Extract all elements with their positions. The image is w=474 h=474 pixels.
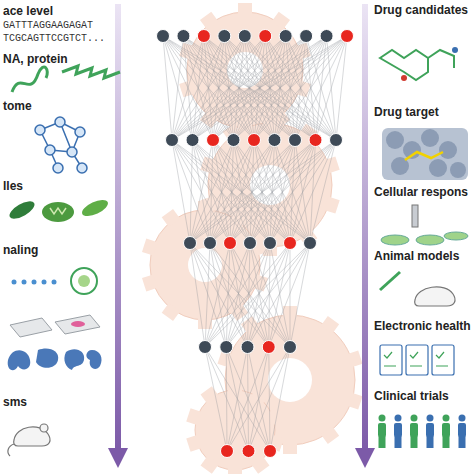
level-label: Drug candidates xyxy=(374,4,468,18)
network-neuron xyxy=(157,30,170,43)
network-neuron xyxy=(304,237,317,250)
interactome-icon xyxy=(35,117,87,173)
network-neuron xyxy=(184,237,197,250)
network-neuron xyxy=(241,341,254,354)
network-neuron xyxy=(289,134,302,147)
organelles-icon xyxy=(7,197,110,223)
network-neuron xyxy=(224,237,237,250)
network-neuron xyxy=(221,445,234,458)
network-neuron xyxy=(309,134,322,147)
level-label: naling xyxy=(3,244,38,258)
animal-model-icon xyxy=(380,272,455,306)
network-neuron xyxy=(264,445,277,458)
network-neuron xyxy=(166,134,179,147)
network-neuron xyxy=(259,30,272,43)
level-label: lles xyxy=(3,180,23,194)
network-neuron xyxy=(300,30,313,43)
level-label: NA, protein xyxy=(3,53,68,67)
network-neuron xyxy=(218,30,231,43)
network-neuron xyxy=(320,30,333,43)
level-label: Cellular respons xyxy=(374,186,468,200)
level-label: Animal models xyxy=(374,250,459,264)
network-neuron xyxy=(204,237,217,250)
network-neuron xyxy=(227,134,240,147)
network-neuron xyxy=(207,134,220,147)
network-neuron xyxy=(284,237,297,250)
sequence-text: GATTTAGGAAGAGAT xyxy=(3,20,93,32)
level-label: tome xyxy=(3,100,32,114)
level-label: Electronic health xyxy=(374,320,471,334)
network-neuron xyxy=(262,341,275,354)
level-label: Clinical trials xyxy=(374,390,449,404)
network-neuron xyxy=(279,30,292,43)
level-label: sms xyxy=(3,396,27,410)
flow-arrow xyxy=(355,4,375,468)
health-records-icon xyxy=(380,345,454,375)
network-neuron xyxy=(186,134,199,147)
signaling-icon xyxy=(12,268,98,294)
rna-protein-icon xyxy=(12,66,120,92)
network-neuron xyxy=(220,341,233,354)
network-neuron xyxy=(177,30,190,43)
network-neuron xyxy=(248,134,261,147)
network-neuron xyxy=(244,237,257,250)
tissue-slides-icon xyxy=(10,315,100,337)
cell-culture-icon xyxy=(381,205,468,245)
trial-participants-icon xyxy=(378,415,466,449)
network-neuron xyxy=(197,30,210,43)
level-label: ace level xyxy=(3,5,53,19)
organs-icon xyxy=(8,348,102,370)
mouse-icon xyxy=(8,424,50,456)
network-neuron xyxy=(238,30,251,43)
sequence-text: TCGCAGTTCCGTCT... xyxy=(3,33,105,45)
network-neuron xyxy=(341,30,354,43)
network-neuron xyxy=(264,237,277,250)
network-neuron xyxy=(242,445,255,458)
network-neuron xyxy=(199,341,212,354)
network-neuron xyxy=(284,341,297,354)
level-label: Drug target xyxy=(374,106,439,120)
network-neuron xyxy=(268,134,281,147)
molecule-icon xyxy=(380,47,458,81)
protein-target-icon xyxy=(382,128,468,180)
gear-background xyxy=(150,12,355,470)
network-neuron xyxy=(330,134,343,147)
